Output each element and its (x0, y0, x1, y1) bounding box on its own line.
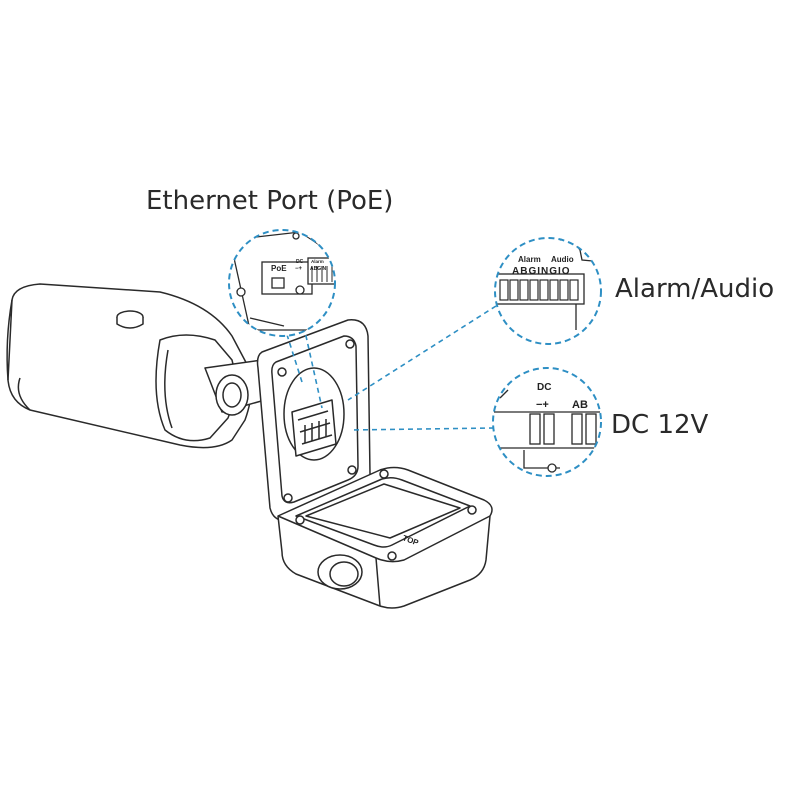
dc-label-text: DC (537, 382, 551, 393)
alarm-label-text: Alarm (518, 255, 541, 264)
eth-dc-text: DC (296, 259, 304, 265)
dc-12v-label: DC 12V (611, 410, 709, 440)
dc-ab-text: AB (572, 399, 588, 411)
zoom-circle-ethernet (228, 229, 336, 337)
dc-polarity-text: −+ (536, 399, 549, 411)
eth-alarm-text: Alarm (311, 259, 324, 264)
eth-poe-text: PoE (271, 264, 287, 273)
zoom-dc: DC −+ AB (492, 367, 602, 477)
zoom-circle-dc (492, 367, 602, 477)
zoom-circle-alarm-audio (494, 237, 602, 345)
zoom-alarm-audio: Alarm Audio ABGINGIO (494, 237, 602, 345)
junction-box-base (277, 466, 493, 609)
alarm-audio-pins-text: ABGINGIO (512, 266, 571, 277)
zoom-ethernet: PoE DC −+ Alarm ABGIN (228, 229, 336, 337)
alarm-audio-label: Alarm/Audio (615, 274, 775, 304)
eth-alarm-pins-text: ABGIN (310, 266, 327, 272)
audio-label-text: Audio (551, 255, 574, 264)
junction-box-lid (256, 319, 371, 522)
ethernet-port-label: Ethernet Port (PoE) (146, 186, 394, 216)
eth-dc-polarity-text: −+ (295, 266, 303, 272)
